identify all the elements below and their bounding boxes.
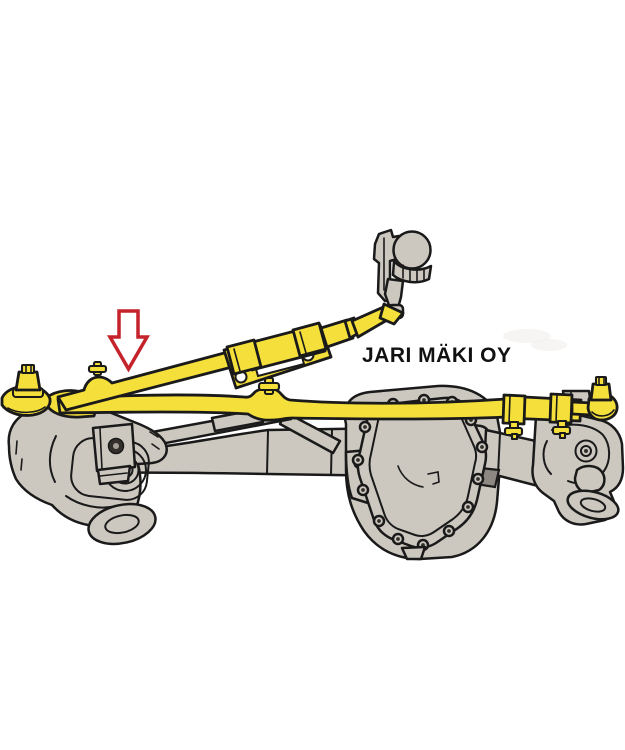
right-tie-rod-end: [570, 375, 619, 422]
steering-linkage-highlighted: [0, 302, 619, 441]
lower-ball-joint: [566, 489, 620, 521]
steering-gearbox: [372, 228, 433, 320]
differential-housing: [343, 384, 547, 561]
cover-bolts: [351, 393, 489, 552]
front-axle: [7, 384, 625, 561]
castle-nut: [14, 370, 42, 392]
drag-link: [56, 350, 238, 412]
tie-rod-adjuster: [501, 392, 583, 441]
watermark-smudge: [503, 329, 567, 351]
castle-nut: [589, 382, 613, 402]
lower-ball-joint: [87, 502, 157, 546]
down-arrow-icon: [106, 309, 151, 373]
brand-watermark-text: JARI MÄKI OY: [362, 344, 512, 367]
differential-cover: [351, 393, 489, 561]
left-tie-rod-end: [0, 363, 52, 417]
drag-link-pitman-end: [378, 302, 405, 326]
drag-link-adjuster: [225, 321, 328, 376]
gearbox-ball: [392, 230, 432, 270]
left-steering-knuckle: [7, 399, 168, 546]
tie-rod: [56, 387, 509, 422]
